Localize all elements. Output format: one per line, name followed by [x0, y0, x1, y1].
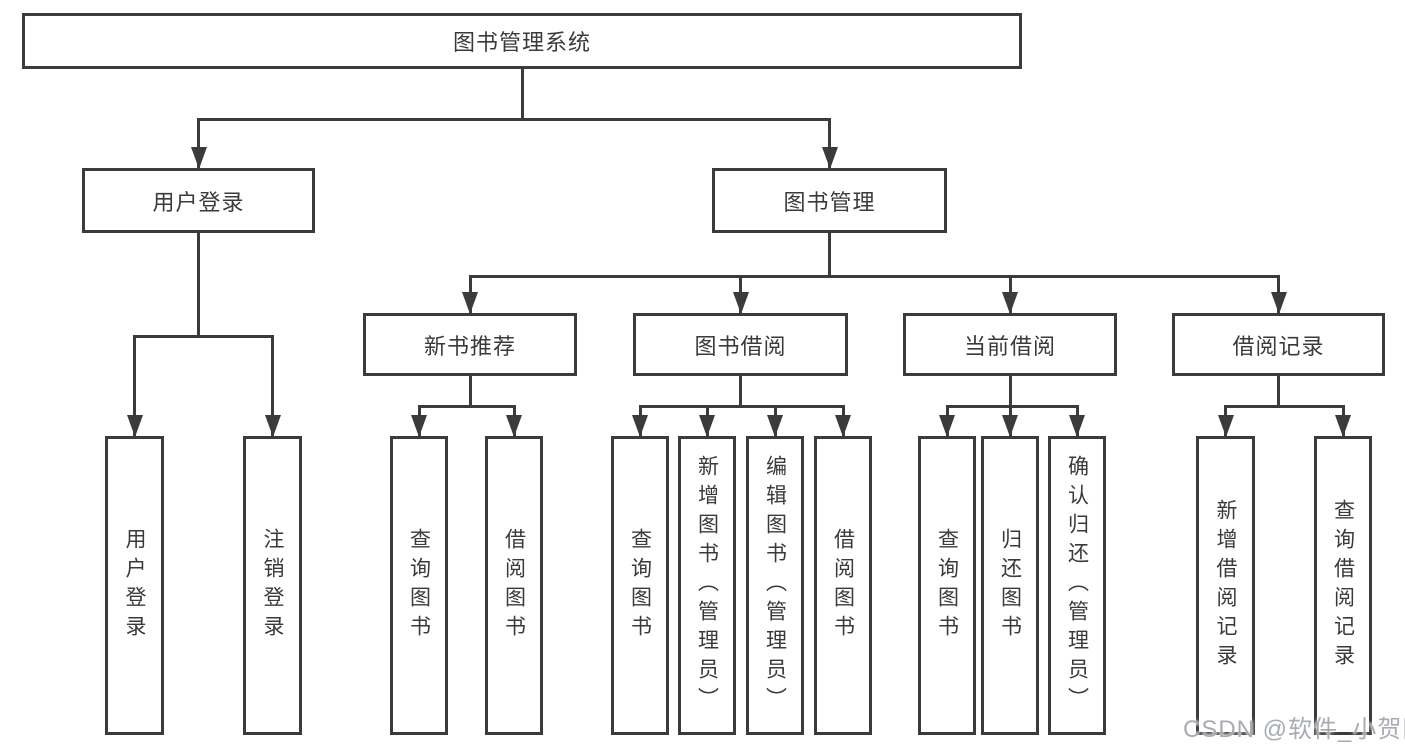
node-v-query-borrow-record: 查询借阅记录	[1314, 436, 1372, 735]
arrowhead-v-add-book	[699, 415, 715, 437]
node-v-edit-book: 编辑图书（管理员）	[746, 436, 804, 735]
connector-stem-book-borrowing	[739, 376, 742, 408]
arrowhead-v-edit-book	[767, 415, 783, 437]
node-new-book-recommend: 新书推荐	[363, 313, 577, 376]
node-label-root: 图书管理系统	[452, 30, 591, 55]
node-v-logout: 注销登录	[243, 436, 302, 735]
arrowhead-v-user-login	[126, 415, 143, 437]
node-v-query-book-1: 查询图书	[390, 436, 448, 735]
arrowhead-v-query-book-2	[632, 415, 648, 437]
connector-elbow-book-borrowing	[638, 405, 845, 408]
node-current-borrowing: 当前借阅	[903, 313, 1117, 376]
node-root: 图书管理系统	[22, 13, 1022, 69]
arrowhead-book-management	[821, 147, 838, 169]
node-v-add-borrow-record: 新增借阅记录	[1196, 436, 1255, 735]
node-label-v-edit-book: 编辑图书（管理员）	[763, 455, 787, 716]
node-label-new-book-recommend: 新书推荐	[423, 333, 516, 359]
node-label-v-query-book-2: 查询图书	[628, 527, 652, 644]
arrowhead-new-book-recommend	[462, 292, 478, 314]
node-borrowing-records: 借阅记录	[1172, 313, 1385, 376]
node-book-management: 图书管理	[712, 168, 947, 233]
node-v-borrow-book-1: 借阅图书	[485, 436, 543, 735]
connector-stem-book-management	[828, 233, 831, 278]
node-label-v-add-book: 新增图书（管理员）	[695, 455, 719, 716]
connector-drop-book-management	[828, 118, 831, 168]
arrowhead-v-borrow-book-2	[835, 415, 851, 437]
node-book-borrowing: 图书借阅	[633, 313, 848, 376]
node-label-v-query-book-1: 查询图书	[407, 527, 431, 644]
node-v-query-book-2: 查询图书	[611, 436, 669, 735]
connector-stem-current-borrowing	[1008, 376, 1012, 408]
node-label-v-return-book: 归还图书	[998, 527, 1022, 644]
node-v-add-book: 新增图书（管理员）	[678, 436, 736, 735]
arrowhead-v-query-book-3	[939, 415, 955, 437]
node-v-borrow-book-2: 借阅图书	[814, 436, 872, 735]
connector-stem-user-login	[197, 233, 200, 338]
arrowhead-user-login	[190, 147, 207, 169]
node-label-book-management: 图书管理	[783, 189, 876, 215]
connector-drop-user-login	[197, 118, 200, 168]
node-v-query-book-3: 查询图书	[918, 436, 976, 735]
arrowhead-v-add-borrow-record	[1217, 415, 1234, 437]
connector-elbow-current-borrowing	[945, 405, 1079, 408]
connector-elbow-user-login	[133, 335, 274, 338]
arrowhead-v-query-book-1	[411, 415, 427, 437]
node-label-v-logout: 注销登录	[261, 527, 284, 644]
node-v-user-login: 用户登录	[105, 436, 164, 735]
arrowhead-current-borrowing	[1002, 292, 1018, 314]
connector-stem-root	[520, 69, 524, 121]
connector-stem-new-book-recommend	[468, 376, 472, 408]
node-label-borrowing-records: 借阅记录	[1232, 333, 1325, 359]
node-label-v-confirm-return: 确认归还（管理员）	[1065, 455, 1089, 716]
connector-elbow-new-book-recommend	[417, 405, 516, 408]
connector-drop-v-logout	[271, 335, 274, 436]
arrowhead-v-return-book	[1002, 415, 1018, 437]
node-label-book-borrowing: 图书借阅	[694, 333, 787, 359]
node-label-v-add-borrow-record: 新增借阅记录	[1214, 498, 1237, 673]
arrowhead-v-logout	[264, 415, 281, 437]
connector-elbow-book-management	[468, 275, 1280, 278]
node-label-v-borrow-book-2: 借阅图书	[831, 527, 855, 644]
node-label-v-query-borrow-record: 查询借阅记录	[1331, 498, 1355, 673]
connector-stem-borrowing-records	[1277, 376, 1280, 408]
node-label-v-borrow-book-1: 借阅图书	[502, 527, 526, 644]
connector-elbow-root	[197, 118, 831, 121]
node-label-v-query-book-3: 查询图书	[935, 527, 959, 644]
csdn-watermark: CSDN @软件_小贺同学	[1183, 716, 1405, 743]
node-user-login: 用户登录	[82, 168, 315, 233]
arrowhead-v-query-borrow-record	[1335, 415, 1351, 437]
node-label-current-borrowing: 当前借阅	[963, 333, 1056, 359]
node-v-return-book: 归还图书	[981, 436, 1039, 735]
arrowhead-v-confirm-return	[1069, 415, 1085, 437]
connector-elbow-borrowing-records	[1224, 405, 1345, 408]
node-label-v-user-login: 用户登录	[123, 527, 146, 644]
arrowhead-v-borrow-book-1	[506, 415, 522, 437]
node-label-user-login: 用户登录	[152, 189, 245, 215]
arrowhead-book-borrowing	[732, 292, 749, 314]
node-v-confirm-return: 确认归还（管理员）	[1048, 436, 1106, 735]
arrowhead-borrowing-records	[1270, 292, 1287, 314]
connector-drop-v-user-login	[133, 335, 136, 436]
